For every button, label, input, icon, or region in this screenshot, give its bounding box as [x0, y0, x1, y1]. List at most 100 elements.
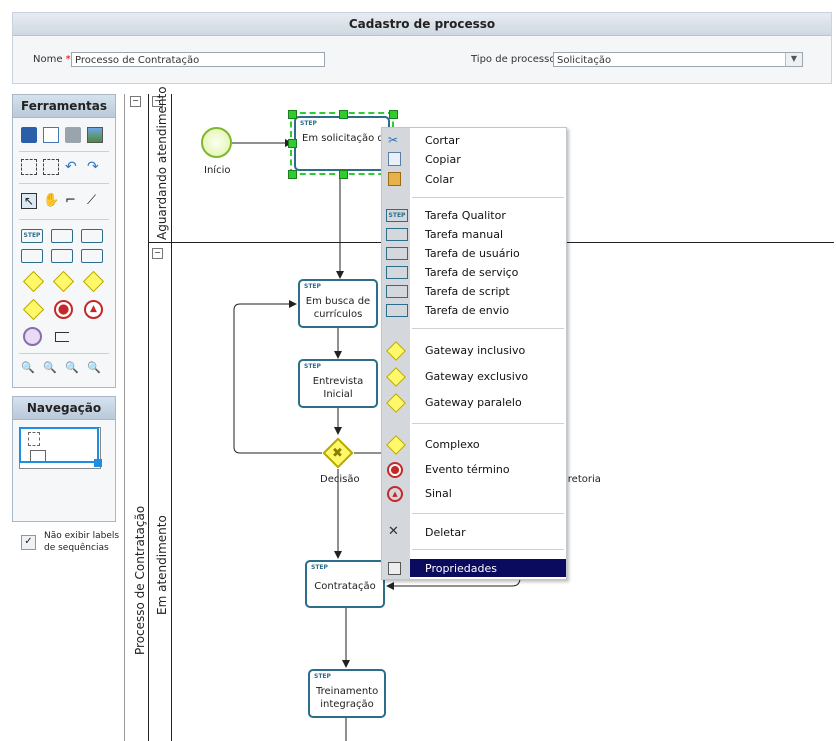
paste-icon — [388, 172, 401, 186]
menu-item-tarefa-usuario[interactable]: Tarefa de usuário — [382, 244, 566, 263]
zoom-in-icon[interactable]: 🔍 — [43, 361, 57, 374]
service-task-icon[interactable] — [21, 249, 43, 263]
menu-item-cortar[interactable]: ✂ Cortar — [382, 131, 566, 150]
menu-item-label: Sinal — [425, 487, 452, 500]
menu-item-tarefa-qualitor[interactable]: STEP Tarefa Qualitor — [382, 206, 566, 225]
task-label: Em busca de currículos — [305, 296, 371, 320]
connector-orthogonal-icon[interactable]: ⌐ — [65, 193, 76, 208]
menu-item-gateway-paralelo[interactable]: Gateway paralelo — [382, 393, 566, 413]
undo-icon[interactable]: ↶ — [65, 159, 77, 175]
timer-icon[interactable] — [23, 327, 42, 346]
name-required-mark: * — [65, 54, 71, 65]
signal-icon[interactable]: ▲ — [84, 300, 103, 319]
step-badge: STEP — [300, 120, 317, 127]
resize-handle-nw[interactable] — [288, 110, 297, 119]
step-task-icon[interactable]: STEP — [21, 229, 43, 243]
user-task-icon[interactable] — [81, 229, 103, 243]
preview-icon[interactable] — [43, 127, 59, 143]
task-label: Treinamento integração — [316, 686, 379, 710]
resize-handle-w[interactable] — [288, 139, 297, 148]
task-busca-curriculos[interactable]: STEP Em busca de currículos — [298, 279, 378, 328]
pool-collapse-toggle[interactable]: − — [130, 96, 141, 107]
menu-item-label: Tarefa manual — [425, 228, 503, 241]
distribute-icon[interactable] — [43, 159, 59, 175]
menu-item-sinal[interactable]: ▲ Sinal — [382, 484, 566, 503]
zoom-actual-icon[interactable]: 🔍 — [87, 361, 101, 374]
menu-item-label: Copiar — [425, 153, 461, 166]
save-icon[interactable] — [21, 127, 37, 143]
send-task-icon[interactable] — [81, 249, 103, 263]
menu-item-highlight — [410, 559, 566, 577]
menu-item-evento-termino[interactable]: Evento término — [382, 460, 566, 479]
flow-label-diretoria: iretoria — [565, 474, 601, 485]
navigation-viewport[interactable] — [19, 427, 99, 463]
menu-item-gateway-exclusivo[interactable]: Gateway exclusivo — [382, 367, 566, 387]
print-icon[interactable] — [65, 127, 81, 143]
navigation-resize-handle[interactable] — [94, 459, 102, 467]
gateway-inclusive-icon — [386, 341, 406, 361]
menu-item-deletar[interactable]: ✕ Deletar — [382, 523, 566, 542]
align-icon[interactable] — [21, 159, 37, 175]
start-event[interactable] — [201, 127, 232, 158]
menu-item-tarefa-script[interactable]: Tarefa de script — [382, 282, 566, 301]
resize-handle-sw[interactable] — [288, 170, 297, 179]
menu-item-label: Gateway inclusivo — [425, 344, 526, 357]
menu-item-propriedades[interactable]: Propriedades — [382, 559, 566, 578]
service-task-icon — [386, 266, 408, 279]
name-input[interactable]: Processo de Contratação — [71, 52, 325, 67]
menu-item-tarefa-envio[interactable]: Tarefa de envio — [382, 301, 566, 320]
hand-task-icon — [386, 228, 408, 241]
resize-handle-s[interactable] — [339, 170, 348, 179]
script-task-icon[interactable] — [51, 249, 73, 263]
flow-decision-loop — [233, 300, 322, 454]
resize-handle-n[interactable] — [339, 110, 348, 119]
menu-item-label: Deletar — [425, 526, 466, 539]
task-entrevista[interactable]: STEP Entrevista Inicial — [298, 359, 378, 408]
hide-labels-checkbox[interactable]: ✓ — [21, 535, 36, 550]
task-solicitacao[interactable]: STEP Em solicitação de recurso humano — [294, 116, 475, 171]
menu-item-colar[interactable]: Colar — [382, 170, 566, 189]
connector-straight-icon[interactable]: ⟋ — [87, 193, 97, 208]
lane2-collapse-toggle[interactable]: − — [152, 248, 163, 259]
lane1-collapse-toggle[interactable]: − — [152, 96, 163, 107]
menu-item-gateway-inclusivo[interactable]: Gateway inclusivo — [382, 341, 566, 361]
annotation-icon[interactable] — [55, 332, 69, 342]
gateway-exclusive-icon — [386, 367, 406, 387]
hand-icon[interactable]: ✋ — [43, 193, 60, 208]
menu-item-label: Tarefa Qualitor — [425, 209, 506, 222]
name-label-text: Nome — [33, 54, 66, 65]
task-treinamento[interactable]: STEP Treinamento integração — [308, 669, 386, 718]
menu-item-tarefa-manual[interactable]: Tarefa manual — [382, 225, 566, 244]
resize-handle-ne[interactable] — [389, 110, 398, 119]
menu-item-tarefa-servico[interactable]: Tarefa de serviço — [382, 263, 566, 282]
type-select-value: Solicitação — [557, 55, 612, 66]
tools-title: Ferramentas — [13, 95, 115, 118]
type-label-text: Tipo de processo — [471, 54, 559, 65]
navigation-panel: Navegação — [12, 396, 116, 522]
signal-icon: ▲ — [387, 486, 403, 502]
menu-item-label: Gateway exclusivo — [425, 370, 529, 383]
menu-item-complexo[interactable]: Complexo — [382, 435, 566, 455]
redo-icon[interactable]: ↷ — [87, 159, 99, 175]
task-contratacao[interactable]: STEP Contratação — [305, 560, 385, 608]
copy-icon — [388, 152, 401, 166]
zoom-out-icon[interactable]: 🔍 — [65, 361, 79, 374]
start-event-label: Início — [204, 165, 231, 176]
gateway-parallel-icon — [386, 393, 406, 413]
gateway-x-icon: ✖ — [332, 446, 343, 461]
manual-task-icon[interactable] — [51, 229, 73, 243]
image-icon[interactable] — [87, 127, 103, 143]
scissors-icon: ✂ — [388, 133, 399, 147]
end-event-icon[interactable] — [54, 300, 73, 319]
type-select[interactable]: Solicitação ▼ — [553, 52, 803, 67]
pointer-icon[interactable]: ↖ — [21, 193, 37, 209]
chevron-down-icon[interactable]: ▼ — [785, 53, 802, 66]
properties-icon — [388, 562, 401, 575]
navigation-title: Navegação — [13, 397, 115, 420]
user-task-icon — [386, 247, 408, 260]
hide-labels-label: Não exibir labels de sequências — [44, 531, 120, 553]
zoom-fit-icon[interactable]: 🔍 — [21, 361, 35, 374]
menu-item-label: Cortar — [425, 134, 460, 147]
menu-item-copiar[interactable]: Copiar — [382, 150, 566, 169]
menu-item-label: Tarefa de serviço — [425, 266, 519, 279]
